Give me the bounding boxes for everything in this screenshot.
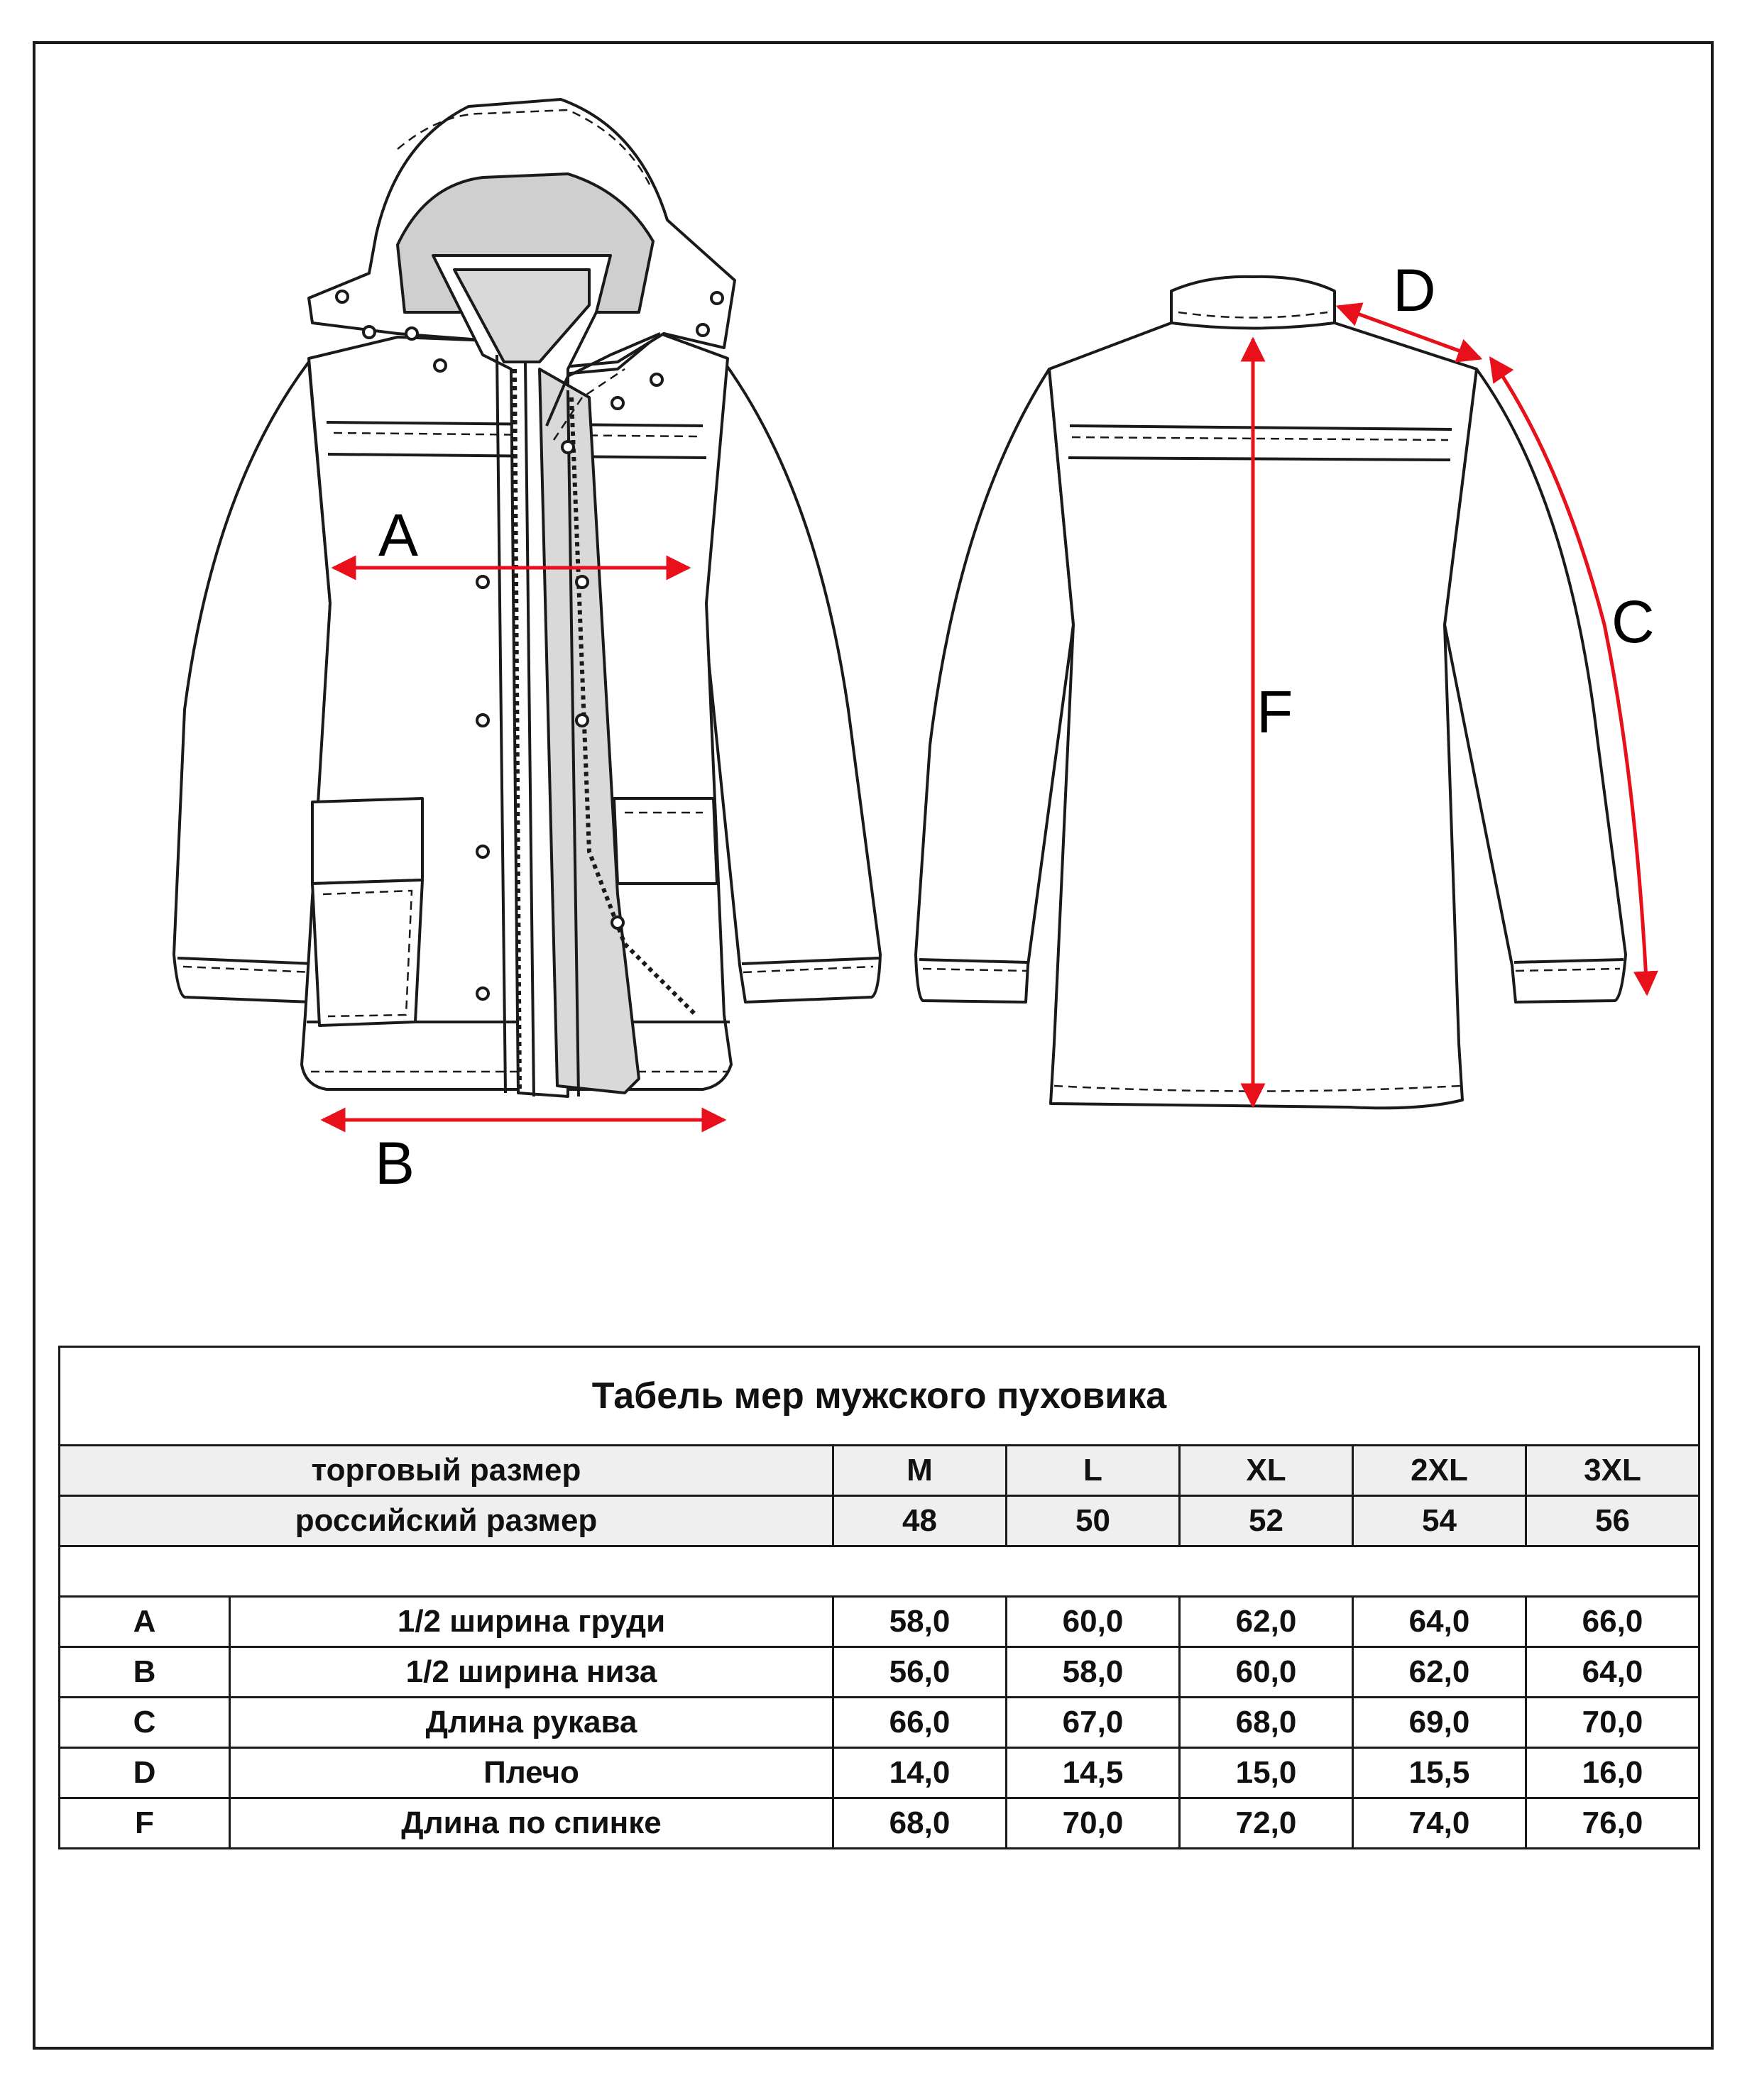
arrow-d xyxy=(1335,302,1483,363)
row-value: 60,0 xyxy=(1005,1595,1181,1648)
table-title-row: Табель мер мужского пуховика xyxy=(58,1346,1700,1446)
front-right-sleeve xyxy=(701,361,882,1004)
trade-size-label: торговый размер xyxy=(58,1444,834,1497)
row-value: 60,0 xyxy=(1178,1646,1354,1698)
label-d: D xyxy=(1393,257,1436,324)
row-value: 69,0 xyxy=(1352,1696,1527,1749)
label-b: B xyxy=(375,1130,415,1197)
arrow-c xyxy=(1489,356,1658,996)
russian-size: 56 xyxy=(1525,1495,1700,1547)
row-value: 64,0 xyxy=(1352,1595,1527,1648)
page-frame xyxy=(33,41,1714,2050)
table-row: F Длина по спинке 68,0 70,0 72,0 74,0 76… xyxy=(58,1797,1700,1849)
row-value: 62,0 xyxy=(1352,1646,1527,1698)
row-code: F xyxy=(58,1797,231,1849)
row-value: 58,0 xyxy=(1005,1646,1181,1698)
row-code: B xyxy=(58,1646,231,1698)
measurement-arrows xyxy=(320,302,1658,1133)
row-value: 68,0 xyxy=(1178,1696,1354,1749)
row-value: 70,0 xyxy=(1005,1797,1181,1849)
row-value: 68,0 xyxy=(832,1797,1007,1849)
size-chart-table: Табель мер мужского пуховика торговый ра… xyxy=(58,1346,1700,1849)
row-code: C xyxy=(58,1696,231,1749)
russian-size-row: российский размер 48 50 52 54 56 xyxy=(58,1495,1700,1547)
table-row: C Длина рукава 66,0 67,0 68,0 69,0 70,0 xyxy=(58,1696,1700,1749)
trade-size: XL xyxy=(1178,1444,1354,1497)
trade-size: 3XL xyxy=(1525,1444,1700,1497)
trade-size: M xyxy=(832,1444,1007,1497)
table-row: A 1/2 ширина груди 58,0 60,0 62,0 64,0 6… xyxy=(58,1595,1700,1648)
row-value: 14,0 xyxy=(832,1747,1007,1799)
jacket-diagram: A B C D F xyxy=(173,98,1658,1197)
row-value: 70,0 xyxy=(1525,1696,1700,1749)
row-value: 62,0 xyxy=(1178,1595,1354,1648)
row-value: 56,0 xyxy=(832,1646,1007,1698)
front-opening xyxy=(432,254,698,1098)
row-value: 58,0 xyxy=(832,1595,1007,1648)
trade-size-row: торговый размер M L XL 2XL 3XL xyxy=(58,1444,1700,1497)
russian-size: 52 xyxy=(1178,1495,1354,1547)
russian-size: 54 xyxy=(1352,1495,1527,1547)
spacer-cell xyxy=(58,1545,1700,1598)
russian-size-label: российский размер xyxy=(58,1495,834,1547)
row-value: 66,0 xyxy=(832,1696,1007,1749)
row-value: 64,0 xyxy=(1525,1646,1700,1698)
russian-size: 50 xyxy=(1005,1495,1181,1547)
row-value: 16,0 xyxy=(1525,1747,1700,1799)
spacer-row xyxy=(58,1545,1700,1598)
row-value: 14,5 xyxy=(1005,1747,1181,1799)
row-name: 1/2 ширина груди xyxy=(229,1595,834,1648)
row-value: 74,0 xyxy=(1352,1797,1527,1849)
row-value: 15,0 xyxy=(1178,1747,1354,1799)
label-c: C xyxy=(1611,588,1655,655)
table-title: Табель мер мужского пуховика xyxy=(58,1346,1700,1446)
trade-size: L xyxy=(1005,1444,1181,1497)
label-a: A xyxy=(378,502,418,568)
back-left-sleeve xyxy=(914,368,1075,1004)
row-value: 15,5 xyxy=(1352,1747,1527,1799)
table-row: B 1/2 ширина низа 56,0 58,0 60,0 62,0 64… xyxy=(58,1646,1700,1698)
row-value: 66,0 xyxy=(1525,1595,1700,1648)
table-row: D Плечо 14,0 14,5 15,0 15,5 16,0 xyxy=(58,1747,1700,1799)
row-value: 72,0 xyxy=(1178,1797,1354,1849)
row-code: D xyxy=(58,1747,231,1799)
row-name: Плечо xyxy=(229,1747,834,1799)
back-right-sleeve xyxy=(1443,368,1627,1004)
row-code: A xyxy=(58,1595,231,1648)
front-left-sleeve xyxy=(173,361,332,1004)
front-pockets xyxy=(311,797,718,1027)
row-name: Длина по спинке xyxy=(229,1797,834,1849)
label-f: F xyxy=(1256,678,1293,745)
russian-size: 48 xyxy=(832,1495,1007,1547)
row-name: 1/2 ширина низа xyxy=(229,1646,834,1698)
trade-size: 2XL xyxy=(1352,1444,1527,1497)
row-value: 76,0 xyxy=(1525,1797,1700,1849)
back-collar xyxy=(1170,275,1336,330)
row-name: Длина рукава xyxy=(229,1696,834,1749)
row-value: 67,0 xyxy=(1005,1696,1181,1749)
